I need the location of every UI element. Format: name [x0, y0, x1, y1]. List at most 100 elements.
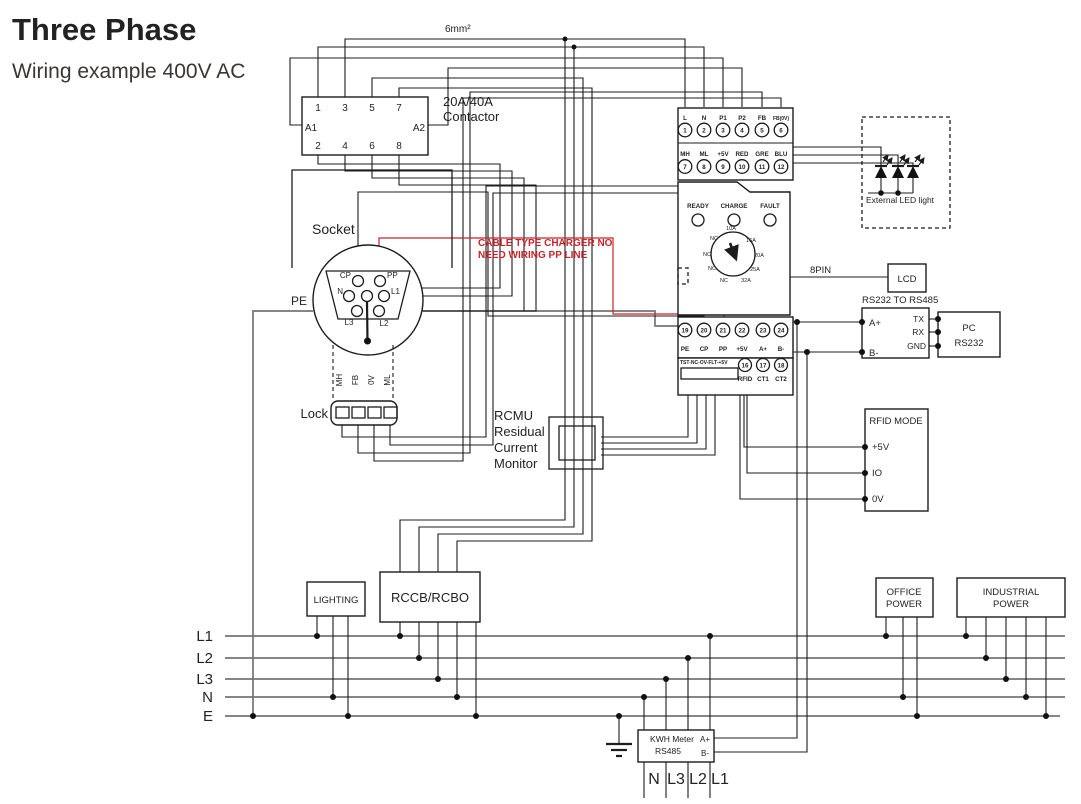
led-label-charge: CHARGE — [721, 203, 748, 210]
rccb-box: RCCB/RCBO — [379, 571, 481, 623]
lock-pin-ml: ML — [383, 374, 392, 386]
bus-labels: L1 L2 L3 N E — [196, 628, 213, 725]
socket-pin-l2: L2 — [380, 319, 389, 328]
terminal-number: 3 — [721, 128, 725, 135]
kwh-meter: KWH Meter RS485 A+ B- N L3 L2 L1 — [637, 729, 729, 788]
pc-label: PC — [962, 323, 975, 334]
contactor-coil-a1: A1 — [305, 123, 318, 134]
terminal-label: CT1 — [757, 376, 769, 383]
terminal-label: CP — [700, 346, 709, 353]
rcmu-line2: Residual — [494, 424, 545, 439]
terminal-number: 20 — [701, 328, 708, 335]
office-label-2: POWER — [886, 599, 922, 610]
terminal-number: 18 — [778, 363, 785, 370]
controller-row3: 19 20 21 22 23 24 PE CP PP +5V A+ B- — [677, 322, 789, 353]
lock-pin-mh: MH — [335, 374, 344, 387]
rs485-a-plus: A+ — [869, 318, 881, 329]
8pin-connector-stub — [677, 267, 689, 285]
terminal-number: 22 — [739, 328, 746, 335]
led-label-fault: FAULT — [760, 203, 780, 210]
contactor-device: Contactor — [443, 109, 500, 124]
lock-label: Lock — [301, 406, 329, 421]
contactor-pin: 6 — [369, 141, 375, 152]
terminal-label: CT2 — [775, 376, 787, 383]
terminal-label: PP — [719, 346, 727, 353]
kwh-a-plus: A+ — [700, 735, 710, 744]
terminal-number: 17 — [760, 363, 767, 370]
kwh-phase-n: N — [648, 771, 660, 788]
kwh-phase-l1: L1 — [711, 771, 729, 788]
rotary-pos: 20A — [754, 253, 764, 259]
socket-pin-cp: CP — [340, 271, 351, 280]
lock-pin-fb: FB — [351, 375, 360, 385]
page-subtitle: Wiring example 400V AC — [12, 60, 245, 83]
external-led-light: External LED light — [861, 116, 951, 229]
terminal-number: 4 — [740, 128, 744, 135]
office-power-box: OFFICE POWER — [875, 577, 934, 618]
terminal-label: PE — [681, 346, 689, 353]
led-symbols — [875, 154, 925, 178]
rotary-pos: NC — [710, 236, 718, 242]
contactor: 1 3 5 7 A1 A2 2 4 6 8 20A/40A Contactor — [301, 94, 500, 156]
terminal-number: 7 — [683, 164, 687, 171]
rotary-pos: NC — [720, 278, 728, 284]
pc-rs232-label: RS232 — [954, 338, 983, 349]
rcmu-line3: Current — [494, 440, 538, 455]
terminal-label: P2 — [738, 115, 746, 122]
terminal-label: MH — [680, 151, 690, 158]
rs485-tx: TX — [913, 314, 924, 324]
rfid-0v: 0V — [872, 494, 884, 505]
rs485-converter: RS232 TO RS485 A+ B- TX RX GND PC RS232 — [861, 295, 1001, 359]
contactor-pin: 3 — [342, 103, 348, 114]
bus-label-n: N — [202, 689, 213, 706]
lcd-label: LCD — [897, 274, 916, 285]
terminal-label: L — [683, 115, 687, 122]
socket-pin-n: N — [337, 287, 343, 296]
led-label-ready: READY — [687, 203, 710, 210]
terminal-label: A+ — [759, 346, 767, 353]
rotary-pos: NC — [703, 252, 711, 258]
terminal-number: 2 — [702, 128, 706, 135]
industrial-label-2: POWER — [993, 599, 1029, 610]
socket-pin-l1: L1 — [391, 287, 400, 296]
terminal-label: ML — [700, 151, 709, 158]
socket-pe-label: PE — [291, 294, 307, 308]
contactor-pin: 4 — [342, 141, 348, 152]
charging-socket: CP PP N L1 L3 L2 Socket PE — [291, 169, 453, 356]
terminal-number: 16 — [742, 363, 749, 370]
contactor-rating: 20A/40A — [443, 94, 493, 109]
terminal-number: 12 — [778, 164, 785, 171]
terminal-label: +5V — [717, 151, 729, 158]
external-led-label: External LED light — [866, 195, 935, 205]
rfid-io: IO — [872, 468, 882, 479]
terminal-number: 5 — [760, 128, 764, 135]
lcd-module: LCD — [887, 263, 927, 293]
wire-gauge-label: 6mm² — [445, 24, 471, 35]
bus-label-l2: L2 — [196, 650, 213, 667]
rs485-rx: RX — [912, 327, 924, 337]
charge-controller: L N P1 P2 FB FB(0V) 1 2 3 4 5 6 MH ML +5… — [677, 107, 794, 396]
kwh-label-1: KWH Meter — [650, 734, 694, 744]
warning-line1: CABLE TYPE CHARGER NO — [478, 238, 613, 249]
terminal-number: 24 — [778, 328, 785, 335]
rcmu-monitor: RCMU Residual Current Monitor — [494, 408, 604, 471]
terminal-number: 21 — [720, 328, 727, 335]
terminal-label: N — [702, 115, 707, 122]
rfid-5v: +5V — [872, 442, 890, 453]
rotary-pos: 25A — [750, 267, 760, 273]
current-rotary-switch: NC 10A 16A NC 20A NC 25A NC 32A — [703, 226, 764, 284]
page-title: Three Phase — [12, 12, 196, 47]
terminal-label: P1 — [719, 115, 727, 122]
terminal-label: RFID — [738, 376, 753, 383]
kwh-label-2: RS485 — [655, 746, 681, 756]
industrial-label-1: INDUSTRIAL — [983, 587, 1039, 598]
cable-lock: MH FB 0V ML Lock — [301, 345, 398, 426]
terminal-number: 23 — [760, 328, 767, 335]
terminal-label: B- — [778, 346, 785, 353]
office-label-1: OFFICE — [887, 587, 922, 598]
rfid-mode-box: RFID MODE +5V IO 0V — [864, 408, 929, 512]
socket-pin-pp: PP — [387, 271, 398, 280]
rfid-title: RFID MODE — [869, 416, 922, 427]
